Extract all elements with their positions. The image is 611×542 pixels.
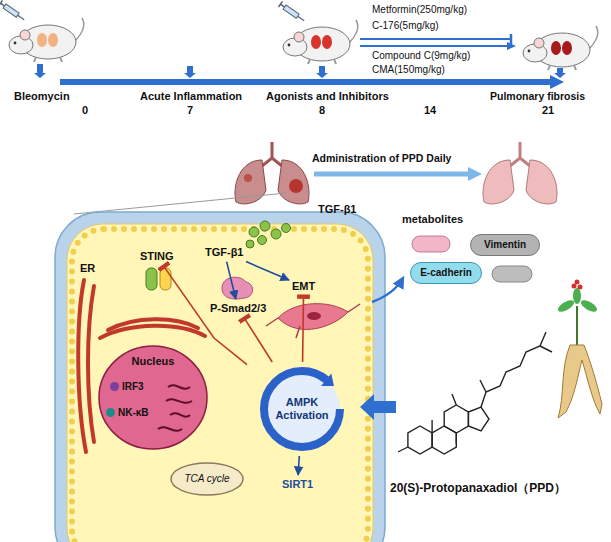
treatment-label: Administration of PPD Daily	[312, 152, 451, 164]
timeline-bar	[60, 79, 550, 85]
protein-label: P-Smad2/3	[210, 302, 266, 315]
secretion-arrow	[372, 278, 403, 302]
compound-label: 20(S)-Protopanaxadiol（PPD）	[390, 482, 566, 496]
protein-label: TGF-β1	[318, 203, 357, 216]
psmad-protein	[222, 277, 253, 299]
ppd-structure	[398, 332, 552, 454]
node-text: EMT	[292, 280, 315, 293]
nucleus-ellipse: NucleusIRF3NK-κB	[98, 345, 208, 450]
inhibition-line	[163, 266, 247, 365]
organelle-label: ER	[80, 262, 95, 275]
node-text: Vimentin	[484, 239, 526, 251]
zoom-line	[74, 193, 286, 214]
treatment-line	[360, 38, 510, 40]
syringe	[278, 1, 306, 23]
metabolite-shape	[412, 236, 450, 252]
protein-dot	[110, 382, 119, 391]
arrow-head	[550, 75, 564, 89]
process-label: EMT	[292, 280, 315, 293]
metabolite-label: metabolites	[402, 213, 463, 226]
node-text: SIRT1	[282, 478, 313, 491]
metabolite-blob: Vimentin	[470, 234, 540, 256]
arrow-head	[507, 42, 516, 50]
ampk-cycle: AMPK Activation	[250, 365, 354, 453]
syringe	[0, 0, 26, 22]
node-text: IRF3	[122, 381, 144, 393]
day-number: 0	[82, 104, 88, 117]
timeline-label: Pulmonary fibrosis	[490, 90, 585, 102]
tca-ellipse: TCA cycle	[170, 462, 244, 496]
protein-label: TGF-β1	[205, 246, 244, 259]
node-text: NK-κB	[118, 407, 149, 419]
mouse	[9, 18, 84, 62]
fibroblast	[266, 304, 360, 338]
vesicle-chain	[72, 229, 368, 542]
day-number: 8	[319, 104, 325, 117]
protein-dot	[106, 408, 115, 417]
drug-label: Metformin(250mg/kg)	[372, 4, 467, 16]
tgf-particles	[246, 221, 291, 248]
node-text: Nucleus	[132, 355, 175, 368]
arrow-head	[468, 167, 482, 181]
node-text: TCA cycle	[184, 473, 229, 485]
protein-label: SIRT1	[282, 478, 313, 491]
drug-label: C-176(5mg/kg)	[372, 20, 439, 32]
protein-label: NK-κB	[106, 407, 149, 419]
down-arrow	[184, 66, 196, 78]
cell-membrane	[55, 212, 385, 542]
cytoplasm	[67, 224, 373, 542]
treatment-line	[360, 45, 508, 47]
drug-label: CMA(150mg/kg)	[372, 64, 445, 76]
ginseng	[556, 280, 602, 419]
node-text: AMPK Activation	[269, 396, 335, 421]
metabolite-shape	[492, 266, 532, 282]
drug-label: Compound C(9mg/kg)	[372, 50, 470, 62]
timeline-label: Agonists and Inhibitors	[266, 90, 389, 103]
timeline-label: Bleomycin	[14, 90, 70, 103]
node-text: P-Smad2/3	[210, 302, 266, 315]
node-text: TGF-β1	[205, 246, 244, 259]
metabolite-blob: E-cadherin	[410, 262, 482, 284]
mouse	[283, 20, 358, 64]
node-text: E-cadherin	[420, 267, 472, 279]
label-row: IRF3	[110, 381, 144, 393]
healthy-lung	[483, 142, 557, 204]
day-number: 21	[542, 104, 554, 117]
timeline-label: Acute Inflammation	[140, 90, 242, 103]
activation-arrow	[298, 456, 299, 475]
node-text: STING	[140, 250, 174, 263]
inhibition-line	[244, 318, 272, 362]
inhibitor-bar	[510, 34, 513, 44]
down-arrow	[34, 64, 46, 78]
down-arrow	[554, 68, 566, 78]
protein-label: STING	[140, 250, 174, 263]
day-number: 14	[424, 104, 436, 117]
inhibition-line	[302, 296, 304, 362]
treatment-arrow	[360, 394, 396, 420]
treatment-arrow	[314, 172, 470, 177]
activation-arrow	[246, 262, 289, 281]
label-row: NK-κB	[106, 407, 149, 419]
activation-arrow	[227, 262, 236, 299]
mouse	[523, 26, 598, 70]
day-number: 7	[187, 104, 193, 117]
down-arrow	[316, 66, 328, 78]
protein-label: IRF3	[110, 381, 144, 393]
